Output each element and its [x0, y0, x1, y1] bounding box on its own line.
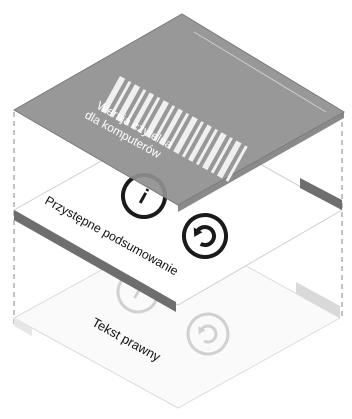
- license-layers-diagram: i Tekst prawny i Przystępne podsumowanie: [0, 0, 352, 419]
